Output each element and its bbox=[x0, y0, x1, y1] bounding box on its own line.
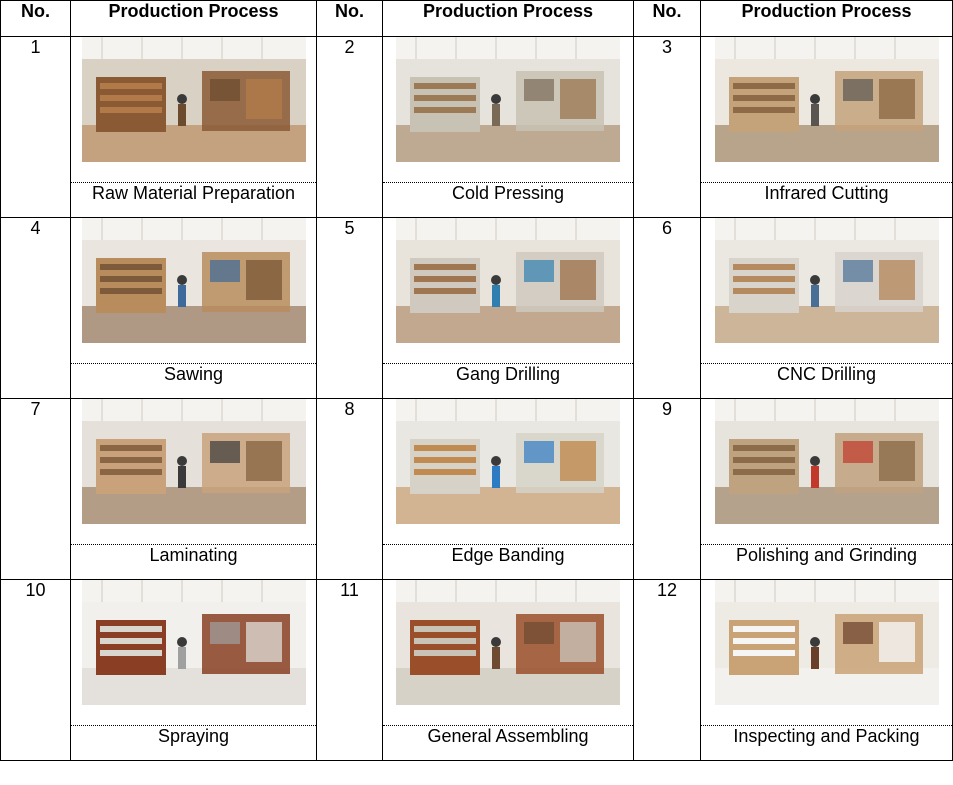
step-photo-cell bbox=[700, 217, 953, 364]
step-number: 3 bbox=[633, 36, 701, 218]
process-row: 1 2 3 bbox=[0, 36, 953, 218]
step-name: Inspecting and Packing bbox=[700, 725, 953, 761]
assembly-area-photo bbox=[396, 580, 620, 705]
step-photo-cell bbox=[382, 217, 634, 364]
process-row: 4 5 6 bbox=[0, 217, 953, 399]
step-photo-cell bbox=[700, 398, 953, 545]
step-number: 1 bbox=[0, 36, 71, 218]
laminating-line-photo bbox=[81, 399, 306, 524]
process-label-row: Spraying General Assembling Inspecting and… bbox=[1, 725, 953, 761]
step-name: Cold Pressing bbox=[382, 182, 634, 218]
step-number: 4 bbox=[0, 217, 71, 399]
step-number: 9 bbox=[633, 398, 701, 580]
header-process-2: Production Process bbox=[382, 0, 634, 37]
step-photo-cell bbox=[70, 398, 317, 545]
step-name: General Assembling bbox=[382, 725, 634, 761]
step-photo-cell bbox=[700, 36, 953, 183]
cnc-machine-photo bbox=[714, 218, 939, 343]
step-name: Gang Drilling bbox=[382, 363, 634, 399]
step-number: 5 bbox=[316, 217, 383, 399]
header-no-2: No. bbox=[316, 0, 383, 37]
step-photo-cell bbox=[70, 579, 317, 726]
step-number: 8 bbox=[316, 398, 383, 580]
step-number: 7 bbox=[0, 398, 71, 580]
edge-banding-machine-photo bbox=[396, 399, 620, 524]
step-name: CNC Drilling bbox=[700, 363, 953, 399]
step-number: 12 bbox=[633, 579, 701, 761]
header-no-3: No. bbox=[633, 0, 701, 37]
warehouse-photo bbox=[81, 37, 306, 162]
step-photo-cell bbox=[382, 36, 634, 183]
step-name: Laminating bbox=[70, 544, 317, 580]
process-row: 7 8 9 bbox=[0, 398, 953, 580]
step-photo-cell bbox=[70, 36, 317, 183]
spray-booth-photo bbox=[81, 580, 306, 705]
process-label-row: Raw Material Preparation Cold Pressing Inf… bbox=[1, 182, 953, 218]
cutting-workshop-photo bbox=[714, 37, 939, 162]
step-name: Infrared Cutting bbox=[700, 182, 953, 218]
header-row: No. Production Process No. Production Pr… bbox=[0, 0, 953, 37]
process-row: 10 11 12 bbox=[0, 579, 953, 761]
header-process-1: Production Process bbox=[70, 0, 317, 37]
step-name: Raw Material Preparation bbox=[70, 182, 317, 218]
packing-area-photo bbox=[714, 580, 939, 705]
process-label-row: Laminating Edge Banding Polishing and Grin… bbox=[1, 544, 953, 580]
step-name: Spraying bbox=[70, 725, 317, 761]
process-label-row: Sawing Gang Drilling CNC Drilling bbox=[1, 363, 953, 399]
sawing-workshop-photo bbox=[81, 218, 306, 343]
step-photo-cell bbox=[700, 579, 953, 726]
step-name: Sawing bbox=[70, 363, 317, 399]
step-number: 6 bbox=[633, 217, 701, 399]
step-name: Edge Banding bbox=[382, 544, 634, 580]
press-machine-photo bbox=[396, 37, 620, 162]
header-no-1: No. bbox=[0, 0, 71, 37]
header-process-3: Production Process bbox=[700, 0, 953, 37]
step-photo-cell bbox=[382, 398, 634, 545]
step-photo-cell bbox=[382, 579, 634, 726]
step-photo-cell bbox=[70, 217, 317, 364]
polishing-workshop-photo bbox=[714, 399, 939, 524]
step-number: 10 bbox=[0, 579, 71, 761]
production-process-table: No. Production Process No. Production Pr… bbox=[0, 0, 953, 761]
drilling-machine-photo bbox=[396, 218, 620, 343]
step-number: 11 bbox=[316, 579, 383, 761]
step-name: Polishing and Grinding bbox=[700, 544, 953, 580]
step-number: 2 bbox=[316, 36, 383, 218]
